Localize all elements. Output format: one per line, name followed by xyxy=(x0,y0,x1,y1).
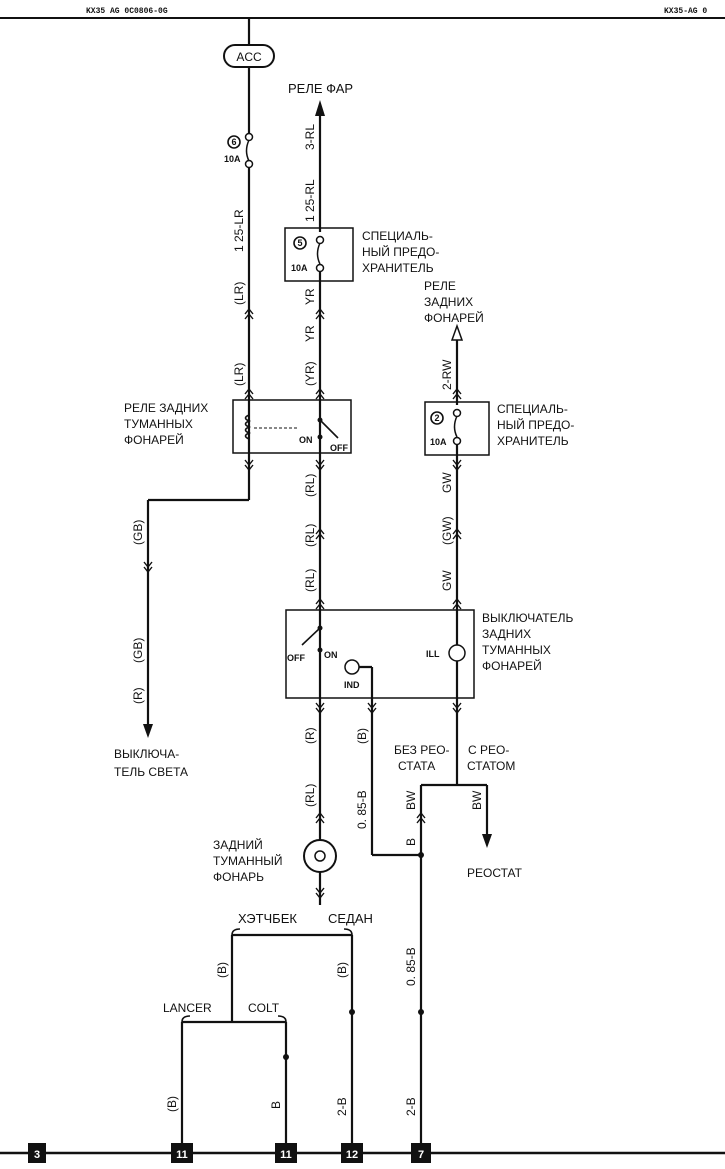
light-switch-label-1: ВЫКЛЮЧА- xyxy=(114,747,179,761)
fuse5-label-3: ХРАНИТЕЛЬ xyxy=(362,261,434,275)
no-rheostat-label-2: СТАТА xyxy=(398,759,435,773)
wire-label: (YR) xyxy=(303,361,317,386)
svg-text:10A: 10A xyxy=(430,437,447,447)
ground-terminal: 3 xyxy=(28,1143,46,1163)
svg-text:7: 7 xyxy=(418,1149,424,1161)
with-rheostat-label-2: СТАТОМ xyxy=(467,759,515,773)
rear-fog-relay-label-3: ФОНАРЕЙ xyxy=(124,432,184,447)
wire-label: YR xyxy=(303,325,317,342)
wire-label: (R) xyxy=(303,727,317,744)
svg-text:OFF: OFF xyxy=(330,443,348,453)
wire-label: B xyxy=(269,1101,283,1109)
fog-lamp-label-2: ТУМАННЫЙ xyxy=(213,853,283,868)
fuse2-label-1: СПЕЦИАЛЬ- xyxy=(497,402,568,416)
fuse5-label-1: СПЕЦИАЛЬ- xyxy=(362,229,433,243)
rear-fog-switch-label-1: ВЫКЛЮЧАТЕЛЬ xyxy=(482,611,573,625)
wire-label: BW xyxy=(404,790,418,810)
wire-label: (R) xyxy=(131,687,145,704)
rear-lamp-relay-2: ЗАДНИХ xyxy=(424,295,473,309)
svg-text:ON: ON xyxy=(299,435,313,445)
header-code-left: KX35 AG 0C0806-0G xyxy=(86,7,168,16)
rear-fog-switch: OFF ON IND ILL xyxy=(285,609,475,699)
fuse-6: 6 10A xyxy=(224,132,254,169)
fog-lamp-label-1: ЗАДНИЙ xyxy=(213,837,263,852)
acc-terminal xyxy=(223,44,275,68)
fog-lamp-label-3: ФОНАРЬ xyxy=(213,870,264,884)
wire-label: (RL) xyxy=(303,784,317,807)
wire-label: (B) xyxy=(335,962,349,978)
fuse-5: 5 10A xyxy=(284,227,354,282)
acc-label: ACC xyxy=(236,50,262,64)
header-code-right: KX35-AG 0 xyxy=(664,7,707,16)
fuse2-label-3: ХРАНИТЕЛЬ xyxy=(497,434,569,448)
svg-text:OFF: OFF xyxy=(287,653,305,663)
rear-fog-switch-label-4: ФОНАРЕЙ xyxy=(482,658,542,673)
wire-label: (RL) xyxy=(303,569,317,592)
svg-text:3: 3 xyxy=(34,1149,40,1161)
wire-label: (LR) xyxy=(232,363,246,386)
rear-fog-lamp xyxy=(303,839,337,873)
with-rheostat-label-1: С РЕО- xyxy=(468,743,509,757)
svg-text:5: 5 xyxy=(297,238,302,248)
wire-label: (B) xyxy=(215,962,229,978)
headlight-relay-label: РЕЛЕ ФАР xyxy=(288,81,353,96)
wire-label: B xyxy=(404,838,418,846)
colt-label: COLT xyxy=(248,1001,280,1015)
ground-terminal: 11 xyxy=(171,1143,193,1163)
ground-terminal: 12 xyxy=(341,1143,363,1163)
svg-text:10A: 10A xyxy=(224,154,241,164)
svg-text:ON: ON xyxy=(324,650,338,660)
rear-fog-switch-label-3: ТУМАННЫХ xyxy=(482,643,551,657)
svg-text:11: 11 xyxy=(280,1149,292,1161)
rear-lamp-relay-1: РЕЛЕ xyxy=(424,279,456,293)
wire-label: (GB) xyxy=(131,520,145,545)
ground-terminal: 11 xyxy=(275,1143,297,1163)
rear-fog-relay-label-1: РЕЛЕ ЗАДНИХ xyxy=(124,401,208,415)
fuse2-label-2: НЫЙ ПРЕДО- xyxy=(497,417,574,432)
wire-label: (LR) xyxy=(232,282,246,305)
svg-text:6: 6 xyxy=(231,137,236,147)
wire-label: 2-RW xyxy=(440,359,454,390)
wire-label: (B) xyxy=(355,728,369,744)
svg-text:ILL: ILL xyxy=(426,649,440,659)
wire-label: YR xyxy=(303,288,317,305)
wire-label: 1 25-RL xyxy=(303,179,317,222)
svg-text:2: 2 xyxy=(434,413,439,423)
lancer-label: LANCER xyxy=(163,1001,212,1015)
hatchback-label: ХЭТЧБЕК xyxy=(238,911,297,926)
wire-label: 3-RL xyxy=(303,124,317,150)
wire-label: (GW) xyxy=(440,516,454,545)
wire-label: 2-B xyxy=(404,1097,418,1116)
rheostat-label: РЕОСТАТ xyxy=(467,866,523,880)
wire-label: GW xyxy=(440,570,454,591)
wire-label: 0. 85-B xyxy=(404,947,418,986)
wire-label: (RL) xyxy=(303,524,317,547)
svg-text:12: 12 xyxy=(346,1149,358,1161)
no-rheostat-label-1: БЕЗ РЕО- xyxy=(394,743,450,757)
ground-terminal: 7 xyxy=(411,1143,431,1163)
sedan-label: СЕДАН xyxy=(328,911,373,926)
wire-label: (GB) xyxy=(131,638,145,663)
wire-label: BW xyxy=(470,790,484,810)
fuse5-label-2: НЫЙ ПРЕДО- xyxy=(362,244,439,259)
rear-fog-relay-label-2: ТУМАННЫХ xyxy=(124,417,193,431)
wire-label: GW xyxy=(440,472,454,493)
svg-text:10A: 10A xyxy=(291,263,308,273)
rear-lamp-relay-3: ФОНАРЕЙ xyxy=(424,310,484,325)
wire-label: 0. 85-B xyxy=(355,790,369,829)
wire-label: (B) xyxy=(165,1096,179,1112)
wire-label: (RL) xyxy=(303,474,317,497)
wire-label: 1 25-LR xyxy=(232,209,246,252)
rear-fog-switch-label-2: ЗАДНИХ xyxy=(482,627,531,641)
svg-text:IND: IND xyxy=(344,680,360,690)
svg-text:11: 11 xyxy=(176,1149,188,1161)
light-switch-label-2: ТЕЛЬ СВЕТА xyxy=(114,765,188,779)
rear-fog-relay: ON OFF xyxy=(232,399,352,454)
fuse-2: 2 10A xyxy=(424,401,490,456)
wire-label: 2-B xyxy=(335,1097,349,1116)
